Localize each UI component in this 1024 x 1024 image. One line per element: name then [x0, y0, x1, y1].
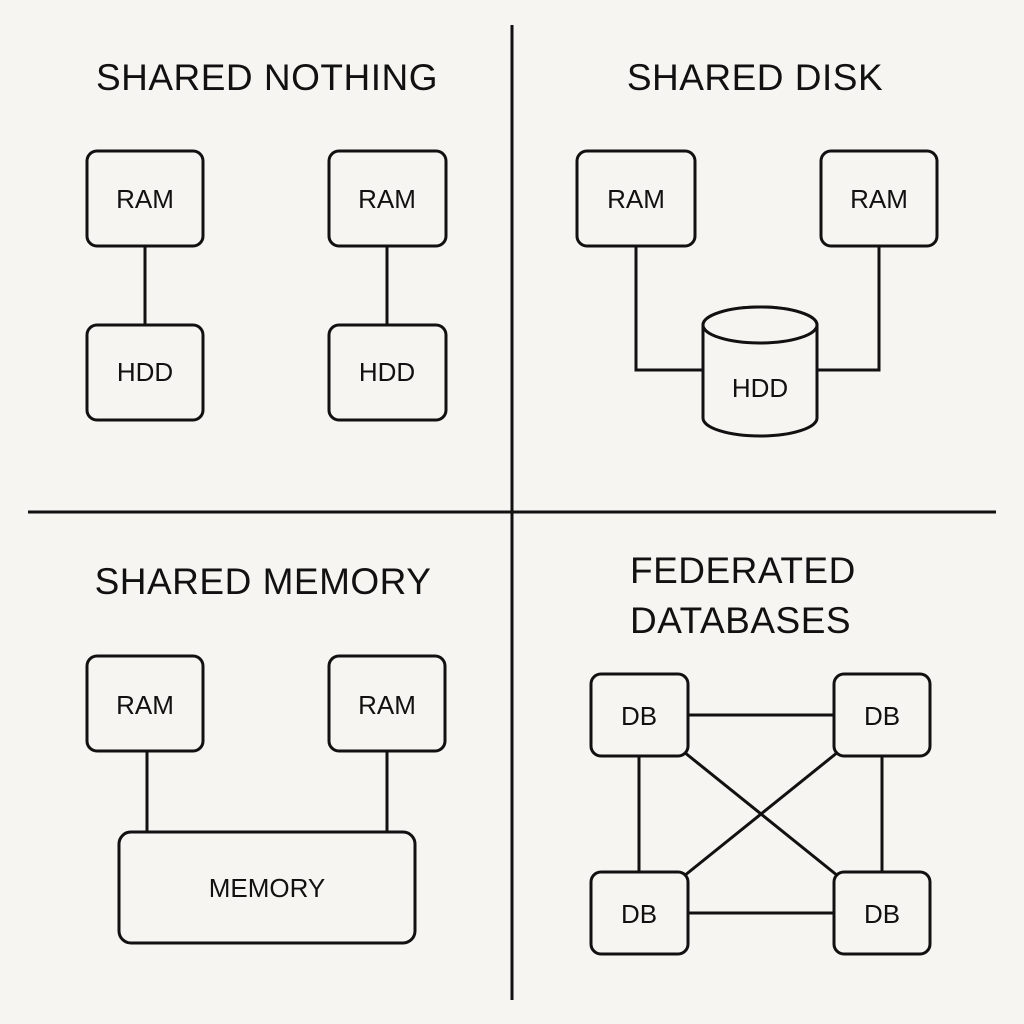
ram-box	[327, 149, 448, 248]
shared-nothing-panel: SHARED NOTHING RAM RAM HDD HDD	[85, 57, 448, 422]
panel-title-line2: DATABASES	[630, 600, 851, 641]
panel-title: SHARED DISK	[627, 57, 883, 98]
ram-box	[327, 654, 447, 753]
ram-label: RAM	[358, 690, 416, 720]
connector	[683, 750, 839, 878]
connector	[817, 246, 881, 372]
shared-memory-panel: SHARED MEMORY RAM RAM MEMORY	[85, 561, 447, 945]
panel-title-line1: FEDERATED	[630, 550, 856, 591]
connector	[634, 246, 703, 372]
db-box	[589, 870, 690, 956]
hdd-box	[327, 323, 448, 422]
ram-label: RAM	[850, 184, 908, 214]
hdd-label: HDD	[732, 373, 788, 403]
ram-label: RAM	[116, 184, 174, 214]
ram-label: RAM	[607, 184, 665, 214]
db-box	[832, 672, 932, 758]
federated-databases-panel: FEDERATED DATABASES DB DB DB DB	[589, 550, 932, 956]
memory-label: MEMORY	[209, 873, 326, 903]
hdd-label: HDD	[117, 357, 173, 387]
hdd-label: HDD	[359, 357, 415, 387]
hdd-box	[85, 323, 205, 422]
panel-title: SHARED MEMORY	[95, 561, 432, 602]
ram-label: RAM	[116, 690, 174, 720]
ram-box	[575, 149, 697, 248]
ram-box	[819, 149, 939, 248]
disk-cylinder-icon	[701, 305, 819, 438]
db-label: DB	[864, 899, 900, 929]
db-label: DB	[864, 701, 900, 731]
panel-title: SHARED NOTHING	[96, 57, 438, 98]
ram-box	[85, 149, 205, 248]
ram-label: RAM	[358, 184, 416, 214]
shared-disk-panel: SHARED DISK RAM RAM HDD	[575, 57, 939, 438]
ram-box	[85, 654, 205, 753]
db-label: DB	[621, 899, 657, 929]
db-label: DB	[621, 701, 657, 731]
memory-box	[117, 830, 417, 945]
db-box	[832, 870, 932, 956]
db-box	[589, 672, 690, 758]
